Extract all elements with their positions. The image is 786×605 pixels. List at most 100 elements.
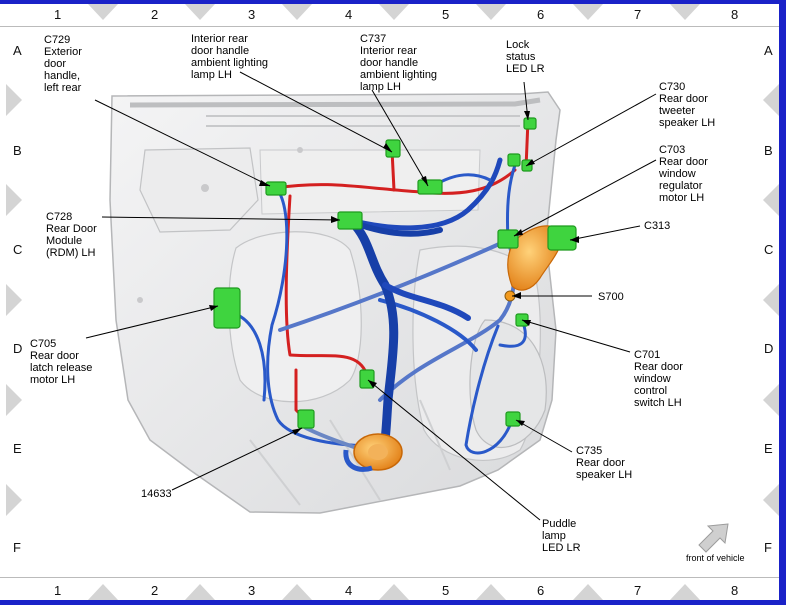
column-labels-top: 1 2 3 4 5 6 7 8 [54, 7, 738, 22]
svg-text:window: window [633, 373, 671, 385]
svg-text:control: control [634, 385, 667, 397]
svg-text:Module: Module [46, 235, 82, 247]
svg-text:S700: S700 [598, 291, 624, 303]
label-c703: C703 Rear door window regulator motor LH [658, 144, 708, 204]
col-label-bottom: 5 [442, 583, 449, 598]
svg-text:Lock: Lock [506, 39, 530, 51]
connector-lock-led [523, 117, 537, 130]
row-label-right: A [764, 43, 773, 58]
col-label-top: 8 [731, 7, 738, 22]
svg-text:lamp: lamp [542, 530, 566, 542]
svg-text:ambient lighting: ambient lighting [191, 57, 268, 69]
label-puddle-lamp: Puddle lamp LED LR [542, 518, 581, 554]
connector-c703 [497, 229, 519, 249]
svg-text:Interior rear: Interior rear [191, 33, 248, 45]
svg-text:Rear door: Rear door [659, 93, 708, 105]
svg-text:C313: C313 [644, 220, 670, 232]
col-label-bottom: 2 [151, 583, 158, 598]
label-c737: C737 Interior rear door handle ambient l… [360, 33, 437, 93]
connector-c737 [417, 179, 443, 195]
top-frame-bar [0, 0, 786, 4]
svg-text:lamp LH: lamp LH [191, 69, 232, 81]
label-c728: C728 Rear Door Module (RDM) LH [46, 211, 97, 259]
svg-text:C728: C728 [46, 211, 72, 223]
col-label-bottom: 3 [248, 583, 255, 598]
svg-text:door: door [44, 58, 66, 70]
row-label-right: B [764, 143, 773, 158]
leader-arrowheads [209, 111, 579, 435]
svg-text:C730: C730 [659, 81, 685, 93]
svg-text:C737: C737 [360, 33, 386, 45]
row-label-left: E [13, 441, 22, 456]
row-labels-left: A B C D E F [13, 43, 22, 555]
column-labels-bottom: 1 2 3 4 5 6 7 8 [54, 583, 738, 598]
col-label-top: 2 [151, 7, 158, 22]
label-c313: C313 [644, 220, 670, 232]
connector-14633 [297, 409, 315, 429]
label-c735: C735 Rear door speaker LH [576, 445, 632, 481]
orange-grommet-bottom [343, 433, 403, 472]
label-14633: 14633 [141, 488, 172, 500]
label-c730: C730 Rear door tweeter speaker LH [659, 81, 715, 129]
right-frame-bar [779, 0, 786, 605]
row-label-left: F [13, 540, 21, 555]
connector-c729 [265, 181, 287, 196]
svg-text:left rear: left rear [44, 82, 82, 94]
leader-lines [85, 71, 657, 521]
col-label-top: 1 [54, 7, 61, 22]
connector-c730 [507, 153, 521, 167]
svg-text:Rear door: Rear door [634, 361, 683, 373]
ruler-markers [6, 4, 779, 600]
svg-text:switch LH: switch LH [634, 397, 682, 409]
svg-text:Rear Door: Rear Door [46, 223, 97, 235]
row-label-right: D [764, 341, 773, 356]
label-interior-lamp: Interior rear door handle ambient lighti… [191, 33, 268, 81]
svg-text:(RDM) LH: (RDM) LH [46, 247, 96, 259]
svg-text:LED LR: LED LR [542, 542, 581, 554]
svg-text:motor LH: motor LH [659, 192, 704, 204]
svg-text:Rear door: Rear door [659, 156, 708, 168]
orange-harness-c313 [507, 225, 577, 291]
svg-text:14633: 14633 [141, 488, 172, 500]
top-ruler-line [0, 26, 779, 27]
bottom-frame-bar [0, 600, 786, 605]
svg-text:C729: C729 [44, 34, 70, 46]
svg-text:Exterior: Exterior [44, 46, 82, 58]
front-of-vehicle-label: front of vehicle [686, 553, 745, 563]
svg-text:C701: C701 [634, 349, 660, 361]
row-label-right: E [764, 441, 773, 456]
svg-text:C705: C705 [30, 338, 56, 350]
svg-text:motor LH: motor LH [30, 374, 75, 386]
svg-text:C703: C703 [659, 144, 685, 156]
col-label-bottom: 8 [731, 583, 738, 598]
connector-c705 [213, 287, 241, 329]
label-lock-led: Lock status LED LR [506, 39, 545, 75]
col-label-top: 7 [634, 7, 641, 22]
svg-text:LED LR: LED LR [506, 63, 545, 75]
bottom-ruler-line [0, 577, 779, 578]
svg-text:speaker LH: speaker LH [576, 469, 632, 481]
col-label-bottom: 1 [54, 583, 61, 598]
svg-text:window: window [658, 168, 696, 180]
svg-text:regulator: regulator [659, 180, 703, 192]
connector-c735 [505, 411, 521, 427]
svg-text:latch release: latch release [30, 362, 92, 374]
svg-text:door handle: door handle [191, 45, 249, 57]
svg-text:Puddle: Puddle [542, 518, 576, 530]
front-of-vehicle-arrow-icon [698, 523, 729, 553]
col-label-top: 4 [345, 7, 352, 22]
col-label-bottom: 6 [537, 583, 544, 598]
svg-text:C735: C735 [576, 445, 602, 457]
label-c701: C701 Rear door window control switch LH [633, 349, 683, 409]
row-label-right: C [764, 242, 773, 257]
col-label-top: 5 [442, 7, 449, 22]
svg-text:handle,: handle, [44, 70, 80, 82]
col-label-top: 6 [537, 7, 544, 22]
svg-text:Rear door: Rear door [30, 350, 79, 362]
door-panel [109, 91, 561, 514]
col-label-bottom: 7 [634, 583, 641, 598]
row-label-right: F [764, 540, 772, 555]
svg-text:door handle: door handle [360, 57, 418, 69]
svg-text:Interior rear: Interior rear [360, 45, 417, 57]
